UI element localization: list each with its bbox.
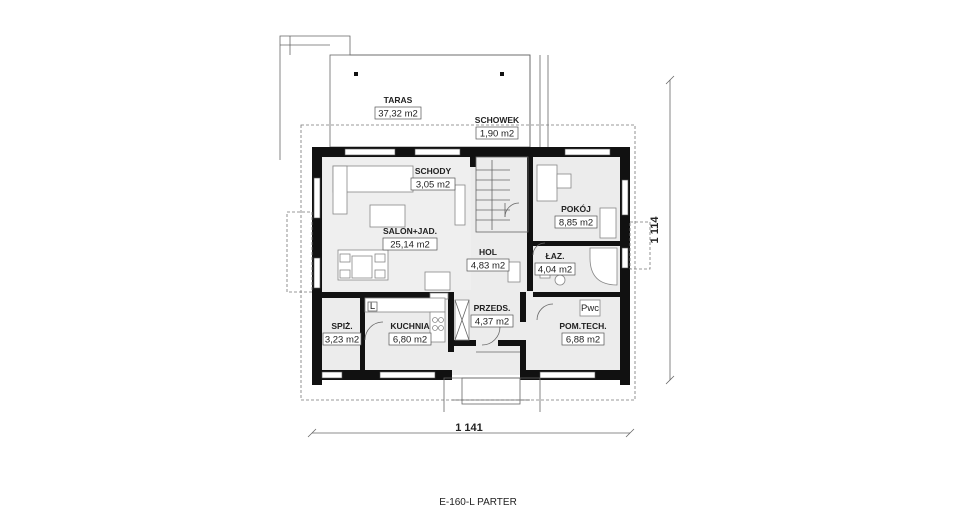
room-pomtech: POM.TECH. 6,88 m2	[559, 321, 606, 346]
entrance-porch	[443, 351, 541, 412]
room-area: 1,90 m2	[480, 129, 514, 140]
left-bay	[286, 211, 313, 293]
room-schody: SCHODY 3,05 m2	[410, 166, 456, 191]
room-schowek: SCHOWEK 1,90 m2	[475, 115, 520, 140]
room-name: POM.TECH.	[559, 321, 606, 331]
room-przeds: PRZEDS. 4,37 m2	[470, 303, 514, 328]
plan-caption: E-160-L PARTER	[439, 497, 517, 508]
room-name: SCHOWEK	[475, 115, 520, 125]
windows	[313, 148, 629, 379]
room-area: 3,05 m2	[416, 180, 450, 191]
room-taras: TARAS 37,32 m2	[374, 95, 422, 120]
room-area: 6,80 m2	[393, 335, 427, 346]
pokoj-furniture	[536, 164, 617, 239]
height-dimension: 1 114	[649, 75, 675, 385]
width-dimension: 1 141	[307, 422, 635, 438]
room-area: 3,23 m2	[325, 335, 359, 346]
boiler-label: Pwc	[581, 303, 599, 314]
right-bay	[629, 221, 651, 270]
salon-furniture	[332, 165, 414, 281]
room-name: ŁAZ.	[546, 251, 565, 261]
room-area: 4,37 m2	[475, 317, 509, 328]
room-spiz: SPIŻ. 3,23 m2	[322, 321, 362, 346]
room-name: PRZEDS.	[474, 303, 511, 313]
room-name: SPIŻ.	[331, 321, 352, 331]
kitchen-fixtures: L	[364, 297, 470, 343]
room-area: 25,14 m2	[390, 240, 430, 251]
interior-walls	[320, 155, 620, 375]
room-name: POKÓJ	[561, 203, 591, 214]
room-name: SCHODY	[415, 166, 452, 176]
room-area: 4,83 m2	[471, 261, 505, 272]
room-area: 4,04 m2	[538, 265, 572, 276]
room-hol: HOL 4,83 m2	[466, 247, 510, 272]
terrace	[279, 35, 549, 160]
room-name: KUCHNIA	[390, 321, 429, 331]
room-salon: SALON+JAD. 25,14 m2	[382, 226, 438, 251]
room-name: TARAS	[384, 95, 413, 105]
staircase	[454, 156, 529, 233]
room-area: 6,88 m2	[566, 335, 600, 346]
height-label: 1 114	[649, 216, 661, 244]
room-name: HOL	[479, 247, 497, 257]
width-label: 1 141	[455, 422, 483, 434]
room-kuchnia: KUCHNIA 6,80 m2	[388, 321, 432, 346]
room-laz: ŁAZ. 4,04 m2	[534, 251, 576, 276]
room-pokoj: POKÓJ 8,85 m2	[554, 203, 598, 229]
room-name: SALON+JAD.	[383, 226, 437, 236]
room-area: 37,32 m2	[378, 109, 418, 120]
tech-fixtures: Pwc	[536, 299, 601, 321]
hall-items	[424, 202, 546, 346]
room-area: 8,85 m2	[559, 218, 593, 229]
fridge-label: L	[370, 301, 375, 312]
